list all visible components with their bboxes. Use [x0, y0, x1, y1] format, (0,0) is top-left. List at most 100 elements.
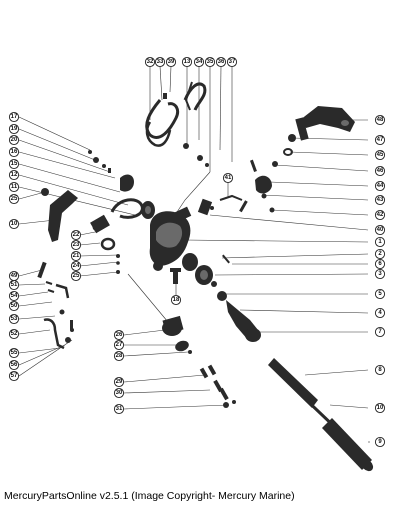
- svg-text:51: 51: [11, 282, 18, 288]
- callout-50[interactable]: 50: [8, 300, 20, 312]
- copyright-footer: MercuryPartsOnline v2.5.1 (Image Copyrig…: [4, 490, 295, 502]
- callout-21[interactable]: 21: [70, 250, 82, 262]
- svg-text:45: 45: [377, 152, 384, 158]
- callout-2[interactable]: 2: [374, 248, 386, 260]
- svg-text:55: 55: [11, 350, 18, 356]
- callout-53[interactable]: 53: [8, 313, 20, 325]
- svg-text:40: 40: [377, 227, 384, 233]
- callout-3[interactable]: 3: [374, 268, 386, 280]
- svg-text:33: 33: [157, 59, 164, 65]
- svg-text:49: 49: [11, 273, 18, 279]
- callout-29[interactable]: 29: [113, 376, 125, 388]
- svg-text:57: 57: [11, 373, 18, 379]
- callout-16[interactable]: 16: [8, 146, 20, 158]
- callout-15[interactable]: 15: [8, 158, 20, 170]
- svg-text:12: 12: [11, 172, 18, 178]
- svg-text:26: 26: [116, 332, 123, 338]
- svg-text:20: 20: [11, 137, 18, 143]
- callout-49[interactable]: 49: [8, 270, 20, 282]
- svg-text:3: 3: [378, 271, 382, 277]
- callout-39[interactable]: 39: [165, 56, 177, 68]
- svg-text:32: 32: [147, 59, 154, 65]
- svg-text:34: 34: [196, 59, 203, 65]
- leader-lines: [18, 65, 370, 443]
- callout-26[interactable]: 26: [113, 329, 125, 341]
- svg-text:48: 48: [377, 117, 384, 123]
- svg-text:31: 31: [116, 406, 123, 412]
- callout-35[interactable]: 35: [204, 56, 216, 68]
- svg-text:17: 17: [11, 114, 18, 120]
- callout-75[interactable]: 25: [70, 270, 82, 282]
- callout-45[interactable]: 45: [374, 149, 386, 161]
- svg-text:4: 4: [378, 310, 382, 316]
- callout-48[interactable]: 48: [374, 114, 386, 126]
- svg-text:6: 6: [378, 261, 382, 267]
- callout-11[interactable]: 11: [8, 181, 20, 193]
- callout-7[interactable]: 7: [374, 326, 386, 338]
- callout-32[interactable]: 32: [144, 56, 156, 68]
- callout-25[interactable]: 25: [8, 193, 20, 205]
- callout-43[interactable]: 43: [374, 194, 386, 206]
- svg-text:37: 37: [229, 59, 236, 65]
- callout-33[interactable]: 33: [154, 56, 166, 68]
- svg-text:47: 47: [377, 137, 384, 143]
- callout-30[interactable]: 30: [113, 387, 125, 399]
- svg-text:28: 28: [116, 353, 123, 359]
- callout-18[interactable]: 18: [170, 294, 182, 306]
- callout-41[interactable]: 41: [222, 172, 234, 184]
- svg-text:56: 56: [11, 362, 18, 368]
- callout-55[interactable]: 55: [8, 347, 20, 359]
- callout-20[interactable]: 20: [8, 134, 20, 146]
- callout-57[interactable]: 57: [8, 370, 20, 382]
- callouts: 32 33 39 13 34 35 36 37 17 19 20 16 15 1…: [8, 56, 386, 448]
- callout-1[interactable]: 1: [374, 236, 386, 248]
- callout-37[interactable]: 37: [226, 56, 238, 68]
- callout-17[interactable]: 17: [8, 111, 20, 123]
- svg-text:42: 42: [377, 212, 384, 218]
- svg-text:50: 50: [11, 303, 18, 309]
- callout-44[interactable]: 44: [374, 180, 386, 192]
- callout-42[interactable]: 42: [374, 209, 386, 221]
- svg-text:54: 54: [11, 293, 18, 299]
- callout-12[interactable]: 12: [8, 169, 20, 181]
- callout-40[interactable]: 40: [374, 224, 386, 236]
- svg-text:18: 18: [173, 297, 180, 303]
- svg-text:21: 21: [73, 253, 80, 259]
- callout-51[interactable]: 51: [8, 279, 20, 291]
- svg-text:46: 46: [377, 168, 384, 174]
- callout-31[interactable]: 31: [113, 403, 125, 415]
- callout-27[interactable]: 27: [113, 339, 125, 351]
- svg-text:10: 10: [11, 221, 18, 227]
- callout-52[interactable]: 52: [8, 328, 20, 340]
- callout-22[interactable]: 22: [70, 229, 82, 241]
- svg-text:36: 36: [218, 59, 225, 65]
- svg-text:15: 15: [11, 161, 18, 167]
- callout-9[interactable]: 9: [374, 436, 386, 448]
- callout-46[interactable]: 46: [374, 165, 386, 177]
- callout-47[interactable]: 47: [374, 134, 386, 146]
- svg-text:10: 10: [377, 405, 384, 411]
- callout-34[interactable]: 34: [193, 56, 205, 68]
- callout-13[interactable]: 13: [181, 56, 193, 68]
- callout-4[interactable]: 4: [374, 307, 386, 319]
- svg-text:22: 22: [73, 232, 80, 238]
- callout-10-right[interactable]: 10: [374, 402, 386, 414]
- svg-text:11: 11: [11, 184, 18, 190]
- callout-56[interactable]: 56: [8, 359, 20, 371]
- callout-54[interactable]: 54: [8, 290, 20, 302]
- callout-19[interactable]: 19: [8, 123, 20, 135]
- svg-text:2: 2: [378, 251, 382, 257]
- svg-text:8: 8: [378, 367, 382, 373]
- callout-28[interactable]: 28: [113, 350, 125, 362]
- svg-text:9: 9: [378, 439, 382, 445]
- callout-5[interactable]: 5: [374, 288, 386, 300]
- callout-6[interactable]: 6: [374, 258, 386, 270]
- callout-23[interactable]: 23: [70, 239, 82, 251]
- exploded-parts-diagram: 32 33 39 13 34 35 36 37 17 19 20 16 15 1…: [8, 56, 386, 472]
- svg-text:13: 13: [184, 59, 191, 65]
- callout-24[interactable]: 24: [70, 260, 82, 272]
- callout-36[interactable]: 36: [215, 56, 227, 68]
- callout-8[interactable]: 8: [374, 364, 386, 376]
- svg-text:44: 44: [377, 183, 384, 189]
- callout-10[interactable]: 10: [8, 218, 20, 230]
